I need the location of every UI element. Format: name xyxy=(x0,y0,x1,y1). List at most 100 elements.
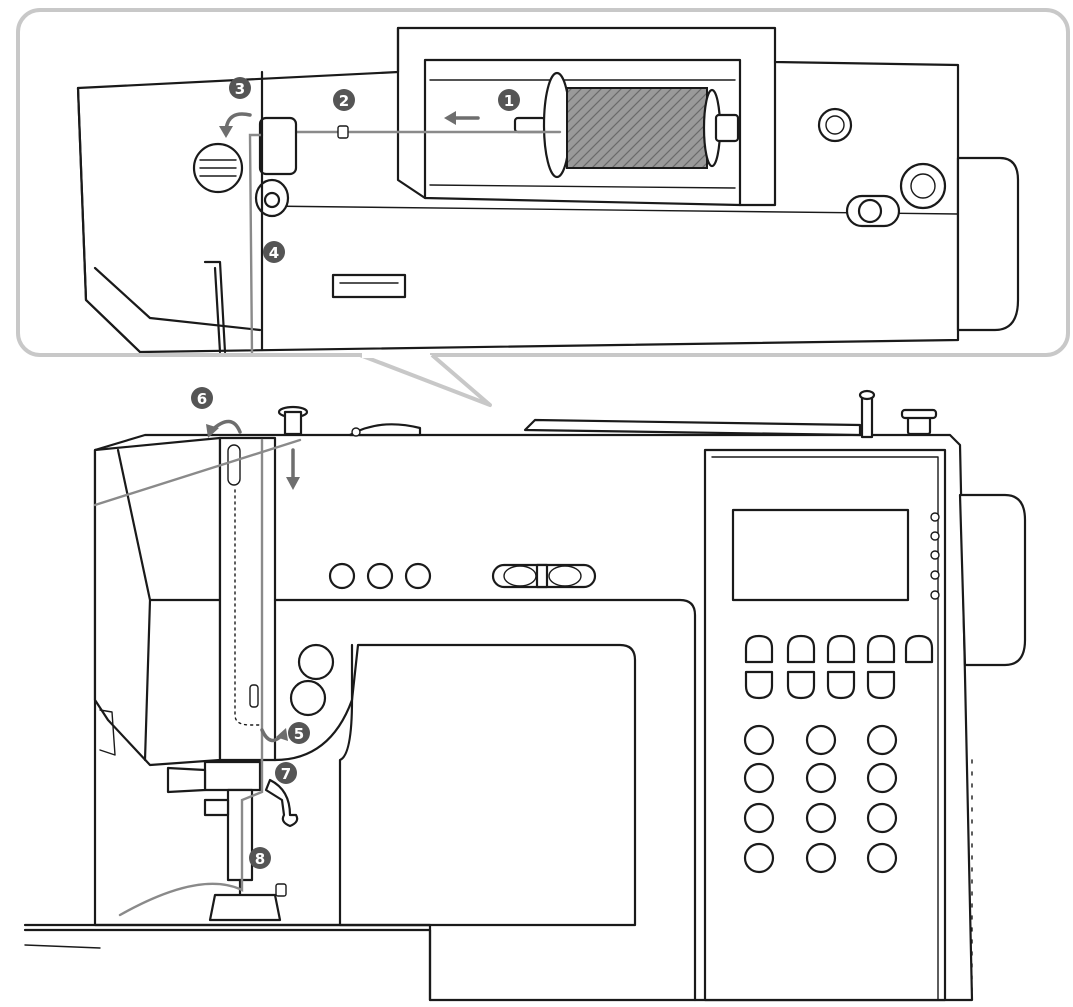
top-rim-line xyxy=(261,205,959,215)
spool-end-cap xyxy=(714,113,740,143)
speed-slider-right xyxy=(548,565,582,587)
vertical-spool-pin xyxy=(860,393,874,439)
callout-pointer xyxy=(359,353,492,407)
step-label-7: 7 xyxy=(281,765,291,783)
speed-slider-knob[interactable] xyxy=(535,563,549,589)
thread-cutter-button[interactable] xyxy=(297,643,335,681)
presser-foot-screw xyxy=(275,883,287,897)
indicator-led-2 xyxy=(930,531,940,541)
handwheel[interactable] xyxy=(958,493,1027,667)
step-label-6: 6 xyxy=(197,390,207,408)
thread-path-vertical xyxy=(248,133,264,355)
screw-cap-inner xyxy=(825,115,845,135)
top-lid xyxy=(523,418,862,437)
step-label-8: 8 xyxy=(255,850,265,868)
keypad-button-7[interactable] xyxy=(743,802,775,834)
step-badge-4: 4 xyxy=(263,241,285,263)
keypad-button-3[interactable] xyxy=(866,724,898,756)
arrow-curve-3-head xyxy=(219,126,233,138)
spool-pin-cap xyxy=(858,389,876,401)
bed-front-edge xyxy=(23,928,432,1002)
step-label-3: 3 xyxy=(235,80,245,98)
presser-bar xyxy=(226,788,254,882)
keypad-button-1[interactable] xyxy=(743,724,775,756)
keypad-button-11[interactable] xyxy=(805,842,837,874)
throat-space xyxy=(338,643,637,927)
stitch-dial-grip xyxy=(199,159,237,177)
machine-head xyxy=(93,436,222,767)
keypad-button-6[interactable] xyxy=(866,762,898,794)
thread-guide-bracket xyxy=(258,116,298,176)
step-badge-7: 7 xyxy=(275,762,297,784)
panel-button-up-2[interactable] xyxy=(786,634,816,664)
bobbin-spindle-top xyxy=(900,408,938,420)
step-label-2: 2 xyxy=(339,92,349,110)
step-label-5: 5 xyxy=(294,725,304,743)
keypad-button-8[interactable] xyxy=(805,802,837,834)
speed-slider-left xyxy=(503,565,537,587)
needle-clamp-screw xyxy=(203,798,230,817)
keypad-button-2[interactable] xyxy=(805,724,837,756)
start-stop-button[interactable] xyxy=(328,562,356,590)
tension-dial-top xyxy=(348,423,422,437)
keypad-button-10[interactable] xyxy=(743,842,775,874)
front-slope xyxy=(76,86,142,354)
step-badge-8: 8 xyxy=(249,847,271,869)
indicator-led-5 xyxy=(930,590,940,600)
step-badge-1: 1 xyxy=(498,89,520,111)
indicator-led-4 xyxy=(930,570,940,580)
spool-pin xyxy=(513,116,547,134)
threading-channel xyxy=(218,436,277,762)
head-facet-line xyxy=(116,448,224,762)
thread-guide-small xyxy=(337,125,349,139)
step-badge-6: 6 xyxy=(191,387,213,409)
channel-dots xyxy=(234,439,263,726)
small-screw xyxy=(351,427,361,437)
tension-knob-center xyxy=(263,191,281,209)
detail-view xyxy=(16,8,1070,407)
head-side-ridge xyxy=(99,709,116,756)
machine-view xyxy=(23,389,1027,1002)
panel-button-up-1[interactable] xyxy=(744,634,774,664)
presser-foot xyxy=(208,893,282,922)
accessory-slot xyxy=(331,273,407,299)
step-label-1: 1 xyxy=(504,92,514,110)
take-up-lever-slot xyxy=(227,444,241,486)
panel-button-up-3[interactable] xyxy=(826,634,856,664)
needle-bar-clamp xyxy=(203,760,262,792)
reverse-button[interactable] xyxy=(366,562,394,590)
needle-slot xyxy=(249,684,259,708)
keypad-button-5[interactable] xyxy=(805,762,837,794)
lcd-display xyxy=(731,508,910,602)
keypad-button-12[interactable] xyxy=(866,842,898,874)
buttonhole-lever[interactable] xyxy=(166,766,207,794)
panel-button-down-3[interactable] xyxy=(826,670,856,700)
keypad-button-4[interactable] xyxy=(743,762,775,794)
spool-holder-stem xyxy=(283,410,303,436)
panel-button-down-1[interactable] xyxy=(744,670,774,700)
auto-lock-button[interactable] xyxy=(289,679,327,717)
indicator-led-3 xyxy=(930,550,940,560)
arrow-left-head xyxy=(444,111,456,125)
step-label-4: 4 xyxy=(269,244,279,262)
thread-guide-lever[interactable] xyxy=(264,778,299,828)
panel-button-up-4[interactable] xyxy=(866,634,896,664)
panel-button-up-5[interactable] xyxy=(904,634,934,664)
thread-spool xyxy=(566,87,708,169)
arrow-down-head xyxy=(286,477,300,490)
arrow-curve-5-head xyxy=(276,728,288,741)
spool-recess-inner xyxy=(429,79,736,189)
panel-button-down-2[interactable] xyxy=(786,670,816,700)
lid-outline xyxy=(396,26,777,207)
needle-up-down-button[interactable] xyxy=(404,562,432,590)
thread-channel xyxy=(203,260,227,354)
bed-lower-edge xyxy=(24,944,101,949)
thread-main-diagonal xyxy=(93,438,302,507)
bobbin-winder-inner xyxy=(910,173,936,199)
throat-bottom-edge xyxy=(273,643,354,762)
keypad-button-9[interactable] xyxy=(866,802,898,834)
thread-to-foot xyxy=(118,758,264,917)
panel-button-down-4[interactable] xyxy=(866,670,896,700)
